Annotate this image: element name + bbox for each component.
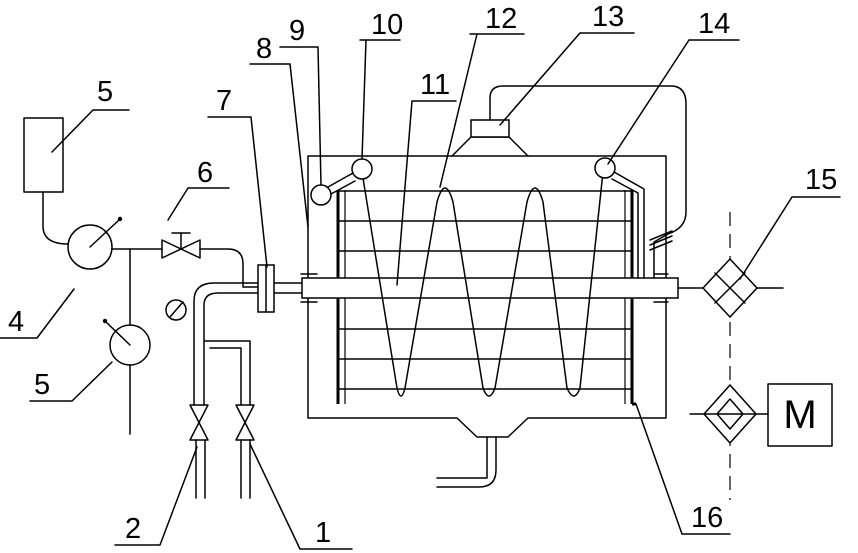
drain-pipe-inner xyxy=(436,436,497,488)
gauge-5-dot xyxy=(102,318,108,324)
shaft-7-connect xyxy=(273,282,303,294)
leader-15 xyxy=(739,196,841,280)
pipe-1-inner-loop xyxy=(209,347,242,406)
return-pipe-hatch xyxy=(649,230,673,251)
leader-10 xyxy=(359,39,401,160)
manometer-needle xyxy=(169,301,184,318)
leader-11 xyxy=(396,100,457,286)
leader-1 xyxy=(249,443,353,550)
component-13-head xyxy=(470,119,510,138)
motor-coupling-inner xyxy=(703,398,757,430)
motor-label: M xyxy=(783,393,816,437)
component-9 xyxy=(310,184,332,206)
motor-box xyxy=(767,383,833,447)
drain-pipe xyxy=(436,436,488,479)
label-1: 1 xyxy=(315,517,331,549)
label-7: 7 xyxy=(216,85,232,117)
leader-8 xyxy=(249,63,309,228)
component-5-box xyxy=(23,117,64,193)
component-13-neck xyxy=(451,136,529,157)
gauge-5-pointer xyxy=(105,321,131,346)
component-12-spiral xyxy=(361,171,604,397)
leader-12 xyxy=(439,33,525,188)
pipe-1-loop xyxy=(203,340,251,406)
leader-6 xyxy=(167,187,230,221)
label-15: 15 xyxy=(805,164,837,196)
link-14 xyxy=(611,171,645,279)
leader-4 xyxy=(0,288,75,339)
label-5-top: 5 xyxy=(97,76,113,108)
label-9: 9 xyxy=(289,15,305,47)
component-11-shaft xyxy=(301,277,679,299)
meter-4-pointer xyxy=(89,219,120,248)
leader-9 xyxy=(279,46,322,186)
label-10: 10 xyxy=(371,9,403,41)
valve-2 xyxy=(189,404,209,441)
label-5-bottom: 5 xyxy=(34,369,50,401)
component-10 xyxy=(351,158,373,180)
component-14 xyxy=(594,157,616,179)
leader-13 xyxy=(499,32,635,126)
line-5-to-4 xyxy=(42,191,69,245)
inlet-pipe-outer xyxy=(193,282,259,406)
label-8: 8 xyxy=(256,33,272,65)
label-14: 14 xyxy=(698,8,730,40)
label-13: 13 xyxy=(592,1,624,33)
inlet-pipe-inner xyxy=(203,292,259,406)
label-4: 4 xyxy=(8,306,24,338)
link-9-10 xyxy=(327,172,356,195)
meter-4-dot xyxy=(117,216,123,222)
component-13-return-pipe xyxy=(489,85,687,279)
valve-6 xyxy=(161,239,201,259)
leader-5a xyxy=(51,109,130,153)
valve-1 xyxy=(235,404,255,441)
leader-7 xyxy=(207,116,268,268)
label-2: 2 xyxy=(125,513,141,545)
label-11: 11 xyxy=(420,69,450,101)
leader-14 xyxy=(607,39,740,165)
leader-2 xyxy=(114,446,198,546)
label-6: 6 xyxy=(197,157,213,189)
label-12: 12 xyxy=(485,3,517,35)
label-16: 16 xyxy=(691,502,723,534)
leader-5b xyxy=(29,361,113,402)
leader-16 xyxy=(635,403,731,535)
gas-line-to-7 xyxy=(199,248,259,288)
